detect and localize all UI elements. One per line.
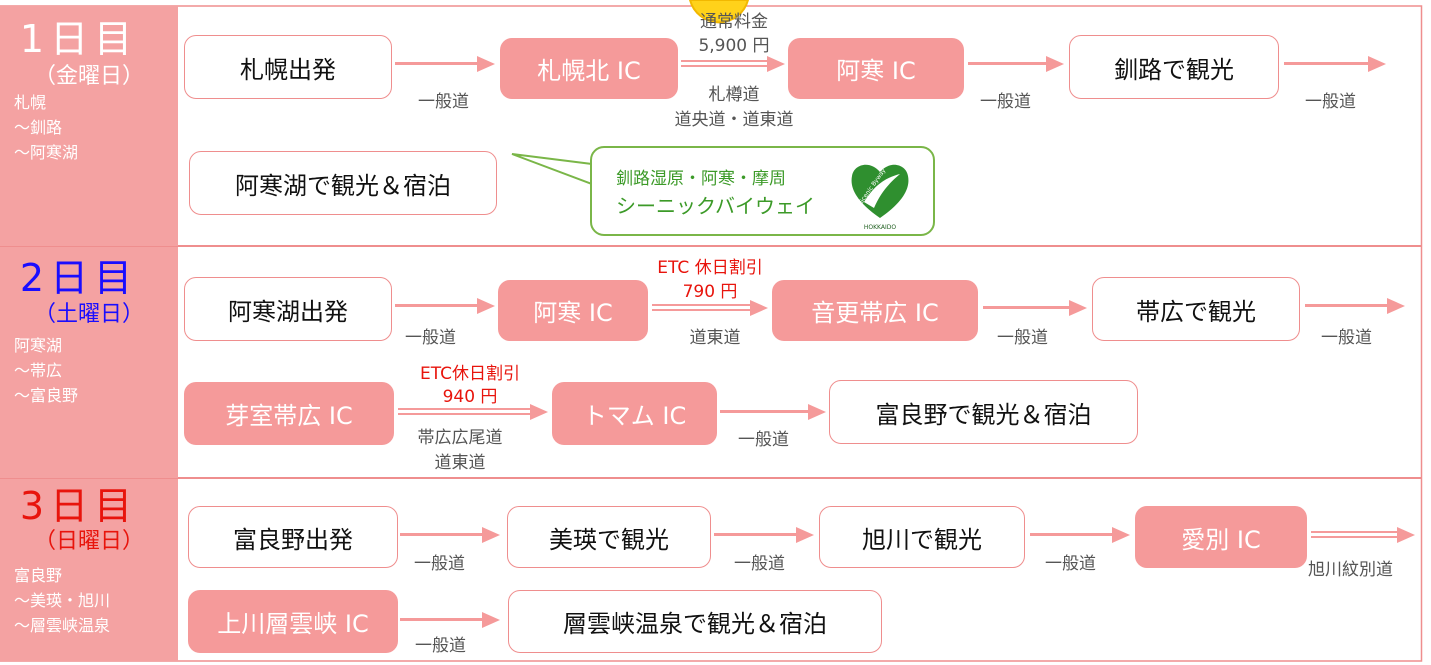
node-sapporo-kita-ic: 札幌北 IC	[500, 38, 678, 99]
arrow-general-road	[1030, 527, 1130, 543]
label-general-road: 一般道	[415, 636, 466, 656]
day3-route-2: ～美瑛・旭川	[14, 591, 111, 610]
arrow-general-road	[720, 404, 826, 420]
arrow-expressway	[1311, 527, 1415, 543]
day2-route-2: ～帯広	[14, 361, 63, 380]
node-kamikawa-sounkyo-ic: 上川層雲峡 IC	[188, 590, 398, 653]
day3-panel: 3日目 （日曜日） 富良野 ～美瑛・旭川 ～層雲峡温泉	[0, 479, 178, 661]
label-general-road: 一般道	[1305, 92, 1356, 112]
node-asahikawa-sightseeing: 旭川で観光	[819, 506, 1025, 568]
day3-weekday: （日曜日）	[33, 529, 144, 554]
label-general-road: 一般道	[418, 92, 469, 112]
label-etc-fare: 790 円	[682, 282, 738, 302]
day2-weekday: （土曜日）	[33, 302, 144, 327]
day2-route-1: 阿寒湖	[14, 336, 63, 355]
sun-icon	[688, 0, 750, 24]
day1-weekday: （金曜日）	[33, 64, 144, 89]
day1-title: 1日目	[19, 17, 139, 61]
day1-route: 札幌 ～釧路 ～阿寒湖	[14, 90, 78, 165]
day3-route-3: ～層雲峡温泉	[14, 616, 111, 635]
label-highway: 札樽道	[708, 85, 760, 105]
label-general-road: 一般道	[405, 328, 456, 348]
day1-route-1: 札幌	[14, 93, 47, 112]
arrow-expressway	[652, 300, 768, 316]
arrow-general-road	[400, 527, 500, 543]
node-obihiro-sightseeing: 帯広で観光	[1092, 277, 1300, 341]
day2-route: 阿寒湖 ～帯広 ～富良野	[14, 333, 78, 408]
day3-route: 富良野 ～美瑛・旭川 ～層雲峡温泉	[14, 563, 110, 638]
arrow-expressway	[398, 404, 548, 420]
label-general-road: 一般道	[997, 328, 1048, 348]
arrow-general-road	[983, 300, 1087, 316]
arrow-general-road	[1284, 56, 1386, 72]
arrow-general-road	[395, 298, 495, 314]
node-sounkyo-onsen-stay: 層雲峡温泉で観光＆宿泊	[508, 590, 882, 653]
node-furano-depart: 富良野出発	[188, 506, 398, 568]
node-akan-ic: 阿寒 IC	[788, 38, 964, 99]
label-general-road: 一般道	[1321, 328, 1372, 348]
day3-route-1: 富良野	[14, 566, 63, 585]
node-tomamu-ic: トマム IC	[552, 382, 717, 445]
node-akanko-depart: 阿寒湖出発	[184, 277, 392, 341]
arrow-general-road	[1305, 298, 1405, 314]
logo-hokkaido-text: HOKKAIDO	[864, 224, 896, 231]
scenic-byway-area: 釧路湿原・阿寒・摩周	[616, 169, 786, 189]
scenic-byway-callout: 釧路湿原・阿寒・摩周 シーニックバイウェイ Scenic Byway HOKKA…	[590, 146, 935, 236]
node-kushiro-sightseeing: 釧路で観光	[1069, 35, 1279, 99]
day1-panel: 1日目 （金曜日） 札幌 ～釧路 ～阿寒湖	[0, 6, 178, 246]
arrow-general-road	[400, 612, 500, 628]
node-biei-sightseeing: 美瑛で観光	[507, 506, 711, 568]
node-furano-stay: 富良野で観光＆宿泊	[829, 380, 1138, 444]
label-etc-discount: ETC休日割引	[420, 364, 520, 384]
day2-title: 2日目	[19, 256, 139, 300]
node-memuro-obihiro-ic: 芽室帯広 IC	[184, 382, 394, 445]
label-highway: 道央道・道東道	[674, 110, 794, 130]
label-general-road: 一般道	[414, 554, 465, 574]
label-general-road: 一般道	[1045, 554, 1096, 574]
day3-title: 3日目	[19, 484, 139, 528]
scenic-byway-logo-icon: Scenic Byway HOKKAIDO	[851, 164, 909, 231]
label-general-road: 一般道	[734, 554, 785, 574]
node-akan-ic-2: 阿寒 IC	[498, 280, 648, 341]
day1-route-2: ～釧路	[14, 118, 63, 137]
label-fare-title: 通常料金	[700, 12, 768, 32]
arrow-general-road	[714, 527, 814, 543]
arrow-expressway	[681, 56, 785, 72]
node-sapporo-depart: 札幌出発	[184, 35, 392, 99]
day2-route-3: ～富良野	[14, 386, 79, 405]
label-etc-discount: ETC 休日割引	[657, 258, 763, 278]
label-general-road: 一般道	[738, 430, 789, 450]
label-etc-fare: 940 円	[442, 387, 498, 407]
label-highway: 帯広広尾道	[417, 428, 503, 448]
label-general-road: 一般道	[980, 92, 1031, 112]
label-highway: 旭川紋別道	[1308, 560, 1393, 580]
label-highway: 道東道	[434, 453, 486, 473]
node-aibetsu-ic: 愛別 IC	[1135, 506, 1307, 568]
label-highway: 道東道	[689, 328, 741, 348]
day1-route-3: ～阿寒湖	[14, 143, 79, 162]
label-fare: 5,900 円	[698, 36, 770, 56]
node-akanko-stay: 阿寒湖で観光＆宿泊	[189, 151, 497, 215]
node-otofuke-obihiro-ic: 音更帯広 IC	[772, 280, 978, 341]
scenic-byway-name: シーニックバイウェイ	[616, 194, 815, 218]
day2-panel: 2日目 （土曜日） 阿寒湖 ～帯広 ～富良野	[0, 247, 178, 478]
arrow-general-road	[968, 56, 1064, 72]
arrow-general-road	[395, 56, 495, 72]
